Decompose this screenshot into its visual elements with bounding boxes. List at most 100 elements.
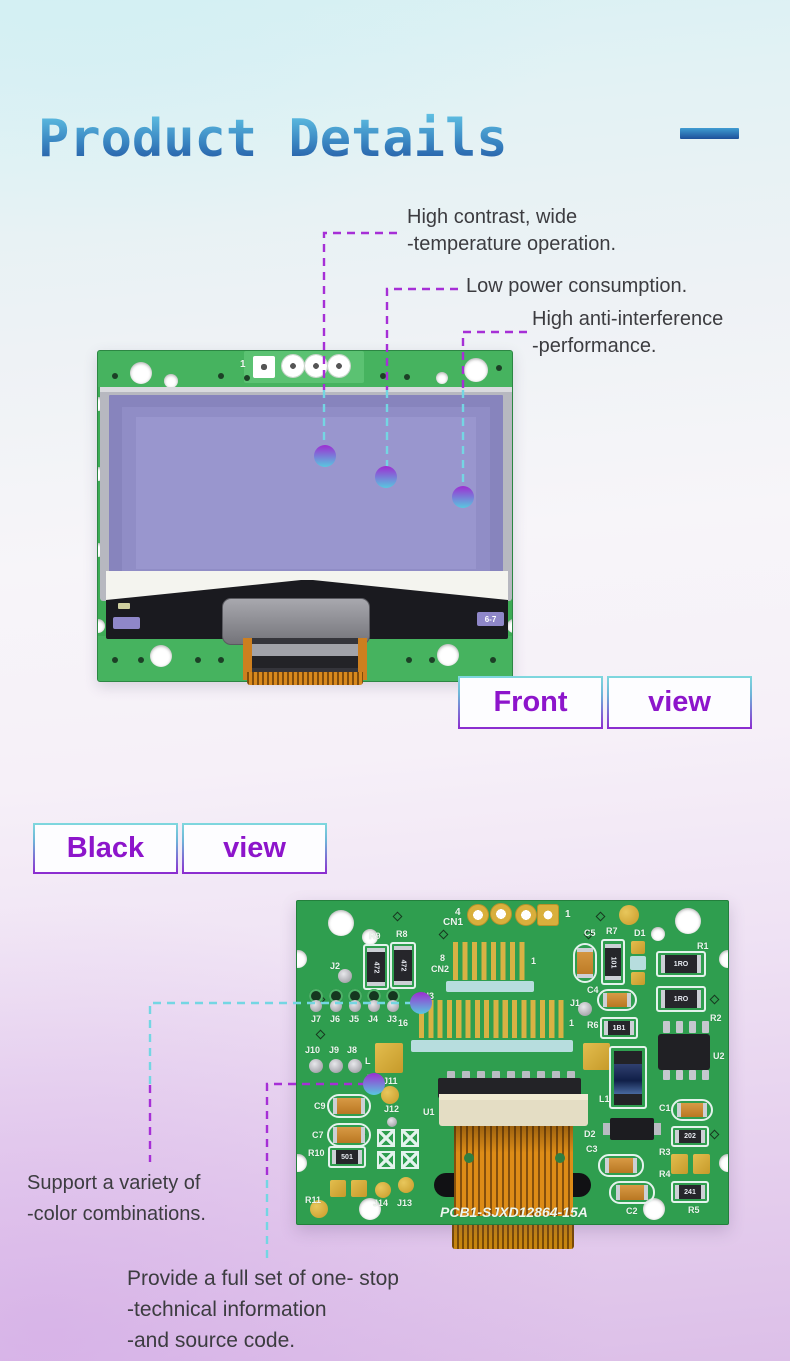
pcb-gold bbox=[375, 1182, 391, 1198]
back-view-word-view: view bbox=[184, 825, 325, 872]
pcb-goldsq bbox=[671, 1154, 688, 1174]
pcb-outline bbox=[601, 939, 625, 985]
pcb-badge: 6-7 bbox=[477, 612, 504, 626]
front-board-photo: 1 6-7 bbox=[97, 350, 513, 685]
pcb-label: R9 bbox=[369, 931, 381, 941]
pcb-label: C1 bbox=[659, 1103, 671, 1113]
pcb-chip bbox=[577, 948, 593, 978]
pcb-fid bbox=[315, 1029, 326, 1040]
front-board-flex-cable bbox=[97, 350, 513, 685]
pcb-dotk bbox=[244, 375, 250, 381]
annotation-line: -performance. bbox=[532, 335, 657, 357]
pcb-chip: 501 bbox=[332, 1150, 362, 1164]
pcb-xbox bbox=[377, 1151, 395, 1169]
pcb-chip: 202 bbox=[675, 1130, 705, 1143]
pcb-rect bbox=[658, 1034, 710, 1070]
pcb-chip bbox=[616, 1185, 648, 1200]
pcb-label: R8 bbox=[396, 929, 408, 939]
pcb-hole bbox=[328, 910, 354, 936]
back-view-label: Black view bbox=[33, 823, 327, 874]
pcb-label: C9 bbox=[314, 1101, 326, 1111]
pcb-silverpad bbox=[309, 1059, 323, 1073]
pcb-flexstripes bbox=[247, 672, 363, 685]
pcb-outline bbox=[597, 989, 637, 1011]
pcb-rect bbox=[653, 1123, 661, 1135]
pcb-fid bbox=[595, 911, 606, 922]
pcb-label: 1 bbox=[240, 359, 246, 370]
pcb-dotk bbox=[195, 657, 201, 663]
pcb-outline bbox=[656, 986, 706, 1012]
annotation-high-contrast: High contrast, wide -temperature operati… bbox=[407, 204, 616, 258]
pcb-xbox bbox=[377, 1129, 395, 1147]
pcb-label: J4 bbox=[368, 1014, 379, 1024]
pcb-goldsq bbox=[375, 1043, 403, 1073]
pcb-fid bbox=[709, 1129, 720, 1140]
pcb-hole bbox=[359, 1198, 381, 1220]
annotation-line: High anti-interference bbox=[532, 308, 724, 330]
pcb-hole bbox=[297, 950, 307, 968]
pcb-hole bbox=[719, 1154, 728, 1172]
pcb-ringpad bbox=[348, 989, 362, 1003]
annotation-line: Low power consumption. bbox=[466, 275, 688, 297]
pcb-hole bbox=[719, 950, 728, 968]
pcb-label: R7 bbox=[606, 926, 618, 936]
pcb-gold bbox=[619, 905, 639, 925]
pcb-silverpad bbox=[348, 1059, 362, 1073]
pcb-hole bbox=[297, 1154, 307, 1172]
pcb-ringpad bbox=[367, 989, 381, 1003]
pcb-hole bbox=[643, 1198, 665, 1220]
pcb-label: U2 bbox=[713, 1051, 725, 1061]
pcb-pins bbox=[663, 1021, 715, 1033]
pcb-chip: 1B1 bbox=[604, 1021, 634, 1035]
pcb-outline bbox=[600, 1017, 638, 1039]
annotation-line: -technical information bbox=[127, 1298, 327, 1321]
pcb-silverpad bbox=[387, 1117, 397, 1127]
pcb-silverpad bbox=[338, 969, 352, 983]
annotation-line: Support a variety of bbox=[27, 1172, 201, 1194]
pcb-label: U1 bbox=[423, 1107, 435, 1117]
annotation-one-stop: Provide a full set of one- stop -technic… bbox=[127, 1263, 399, 1356]
pcb-dotk bbox=[218, 657, 224, 663]
pcb-chip bbox=[677, 1103, 707, 1117]
annotation-line: -color combinations. bbox=[27, 1203, 206, 1225]
pcb-outline bbox=[671, 1099, 713, 1121]
pcb-label: R11 bbox=[305, 1195, 322, 1205]
pcb-bluebar bbox=[630, 956, 646, 970]
pcb-hole bbox=[150, 645, 172, 667]
pcb-label: 8 bbox=[440, 953, 446, 963]
pcb-ringpad bbox=[309, 989, 323, 1003]
pcb-goldsq bbox=[631, 972, 645, 985]
pcb-label: J7 bbox=[311, 1014, 322, 1024]
pcb-chip bbox=[333, 1098, 365, 1114]
pcb-outline bbox=[573, 943, 597, 983]
pcb-label: CN2 bbox=[431, 964, 450, 974]
pcb-label: R5 bbox=[688, 1205, 700, 1215]
pcb-stripes bbox=[419, 1000, 567, 1038]
pcb-label: J8 bbox=[347, 1045, 358, 1055]
pcb-dotk bbox=[112, 657, 118, 663]
pcb-stripes bbox=[453, 942, 529, 980]
pcb-silverpad bbox=[310, 1000, 322, 1012]
pcb-outline bbox=[609, 1181, 655, 1204]
pcb-xbox bbox=[401, 1129, 419, 1147]
pcb-rect bbox=[438, 1078, 581, 1098]
pcb-ringpad bbox=[386, 989, 400, 1003]
pcb-rect bbox=[614, 1051, 642, 1064]
pcb-chip: 472 bbox=[367, 948, 385, 986]
pcb-rect bbox=[222, 598, 370, 645]
pcb-hole bbox=[507, 619, 512, 633]
pcb-fid bbox=[438, 929, 449, 940]
pcb-rect bbox=[136, 417, 476, 569]
pcb-label: 1 bbox=[569, 1018, 575, 1028]
front-view-word-view: view bbox=[609, 678, 750, 727]
pcb-silverpad bbox=[329, 1059, 343, 1073]
pcb-pins bbox=[447, 1071, 582, 1080]
pcb-outline bbox=[671, 1126, 709, 1147]
pcb-chip: 101 bbox=[605, 944, 621, 980]
pcb-hole bbox=[437, 644, 459, 666]
pcb-goldsq bbox=[330, 1180, 346, 1197]
pcb-gold bbox=[381, 1086, 399, 1104]
pcb-goldsq bbox=[583, 1043, 610, 1070]
pcb-goldsq bbox=[631, 941, 645, 954]
